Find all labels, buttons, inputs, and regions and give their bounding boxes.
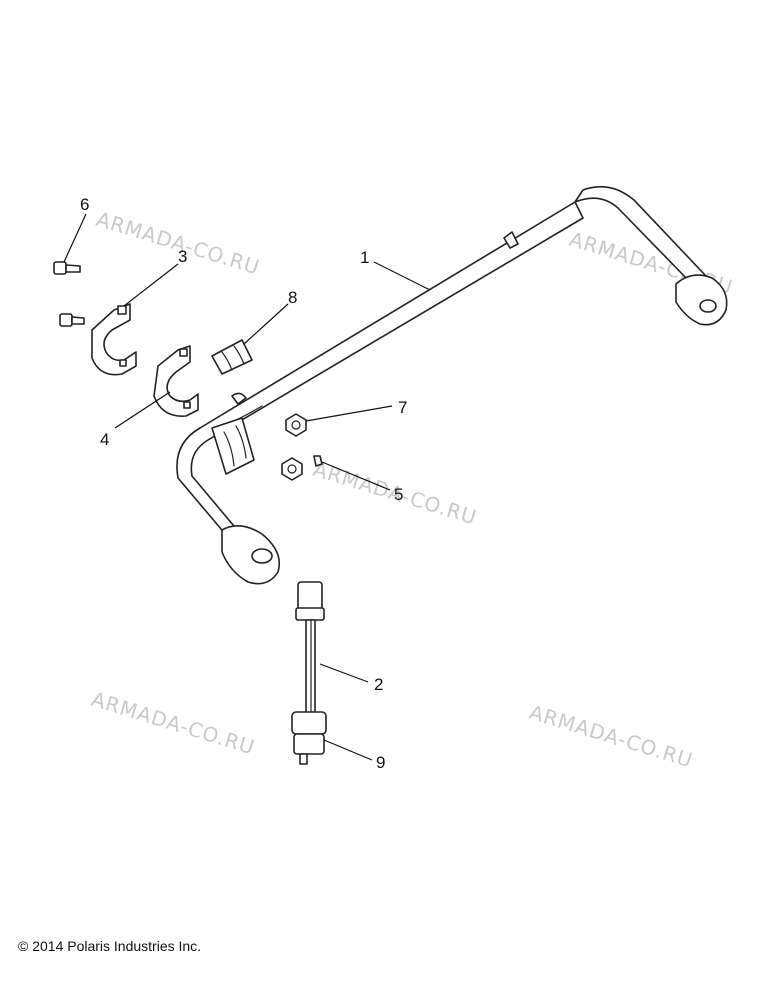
callout-9: 9 (323, 739, 385, 772)
fitting-5 (313, 455, 323, 467)
svg-text:4: 4 (100, 430, 109, 449)
watermark: ARMADA-CO.RU (89, 687, 258, 760)
svg-text:3: 3 (178, 247, 187, 266)
callout-1: 1 (360, 248, 431, 291)
watermark: ARMADA-CO.RU (94, 207, 263, 280)
callout-3: 3 (123, 247, 187, 307)
svg-text:5: 5 (394, 485, 403, 504)
svg-text:7: 7 (398, 398, 407, 417)
stabilizer-link-2 (295, 581, 325, 721)
callout-2: 2 (319, 663, 383, 694)
callout-7: 7 (305, 398, 407, 422)
bolt-6 (53, 261, 81, 275)
svg-text:8: 8 (288, 288, 297, 307)
callout-5: 5 (321, 461, 403, 504)
nut-7 (285, 413, 307, 437)
svg-text:1: 1 (360, 248, 369, 267)
bushing (211, 417, 255, 475)
clamp-bracket-3 (91, 303, 137, 376)
copyright-notice: © 2014 Polaris Industries Inc. (18, 938, 202, 954)
clamp-bracket-4 (153, 345, 199, 417)
nut (281, 457, 303, 481)
bushing-8 (211, 339, 253, 375)
svg-text:6: 6 (80, 195, 89, 214)
watermark: ARMADA-CO.RU (527, 700, 696, 773)
stabilizer-bar (176, 185, 728, 585)
callout-6: 6 (63, 195, 89, 263)
svg-text:2: 2 (374, 675, 383, 694)
callout-8: 8 (243, 288, 297, 345)
bolt (59, 313, 85, 327)
link-bushing-9 (291, 711, 327, 765)
svg-text:9: 9 (376, 753, 385, 772)
callout-4: 4 (100, 391, 171, 449)
